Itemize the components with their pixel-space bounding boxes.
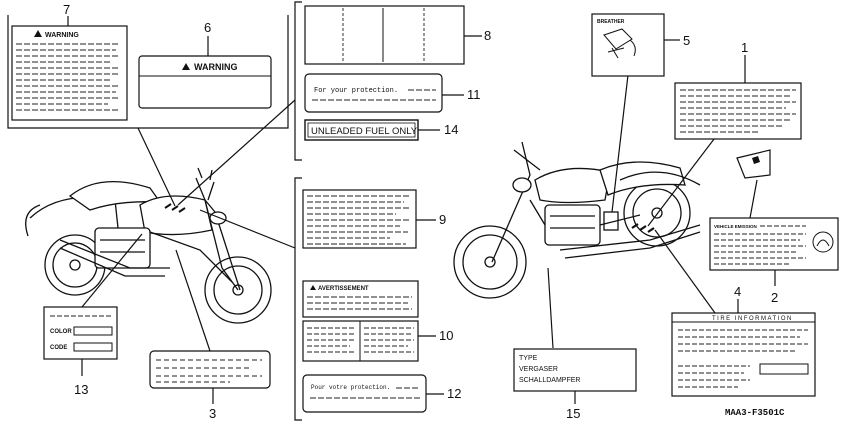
callout-8: 8 (484, 28, 491, 43)
callout-5: 5 (683, 33, 690, 48)
motorcycle-left (25, 167, 272, 324)
label-6-warning: WARNING (138, 55, 272, 109)
label-4-tire-information: TIRE INFORMATION (671, 312, 816, 397)
callout-11: 11 (467, 87, 481, 102)
label-13-code: CODE (50, 345, 67, 351)
label-7-warning: WARNING (11, 25, 128, 121)
label-12-votre-protection: Pour votre protection. (302, 374, 427, 413)
label-2-vehicle-emission: VEHICLE EMISSION (709, 217, 839, 271)
callout-12: 12 (447, 386, 461, 401)
diagram-code: MAA3-F3501C (725, 408, 785, 418)
label-15-vergaser: VERGASER (519, 366, 558, 373)
leaders-left (81, 99, 296, 352)
label-5-text: BREATHER (597, 19, 625, 25)
motorcycle-right (453, 141, 701, 299)
label-10-text: AVERTISSEMENT (318, 286, 369, 292)
label-14-unleaded: UNLEADED FUEL ONLY (304, 119, 419, 141)
label-1 (674, 82, 802, 140)
callout-3: 3 (209, 406, 216, 421)
label-14-text: UNLEADED FUEL ONLY (311, 126, 418, 137)
label-15-schall: SCHALLDAMPFER (519, 377, 580, 384)
label-15: TYPE VERGASER SCHALLDAMPFER (513, 348, 637, 392)
callout-1: 1 (741, 40, 748, 55)
label-13-color: COLOR (50, 329, 72, 335)
label-12-text: Pour votre protection. (311, 384, 390, 391)
label-13-color-code: COLOR CODE (43, 306, 118, 360)
leaders-right (547, 74, 758, 349)
label-11-text: For your protection. (314, 87, 398, 95)
callout-15: 15 (566, 406, 580, 421)
callout-2: 2 (771, 290, 778, 305)
label-9 (302, 189, 417, 249)
label-5-breather: BREATHER (591, 13, 665, 77)
label-8 (304, 5, 465, 65)
callout-14: 14 (444, 122, 458, 137)
bracket-center-top (294, 1, 302, 161)
label-2-text: VEHICLE EMISSION (714, 224, 757, 229)
bracket-left-top (7, 15, 289, 129)
callout-6: 6 (204, 20, 211, 35)
callout-4: 4 (734, 284, 741, 299)
callout-10: 10 (439, 328, 453, 343)
label-4-text: TIRE INFORMATION (712, 316, 793, 322)
label-7-warning-text: WARNING (45, 32, 79, 39)
bracket-center-bottom (294, 177, 302, 421)
label-6-warning-text: WARNING (194, 62, 238, 72)
callout-13: 13 (74, 382, 88, 397)
label-3 (149, 350, 271, 389)
emblem-decal (736, 149, 771, 179)
label-15-type: TYPE (519, 355, 538, 362)
label-10-avertissement: AVERTISSEMENT (302, 280, 419, 362)
callout-7: 7 (63, 2, 70, 17)
callout-9: 9 (439, 212, 446, 227)
label-11-protection: For your protection. (304, 73, 443, 113)
